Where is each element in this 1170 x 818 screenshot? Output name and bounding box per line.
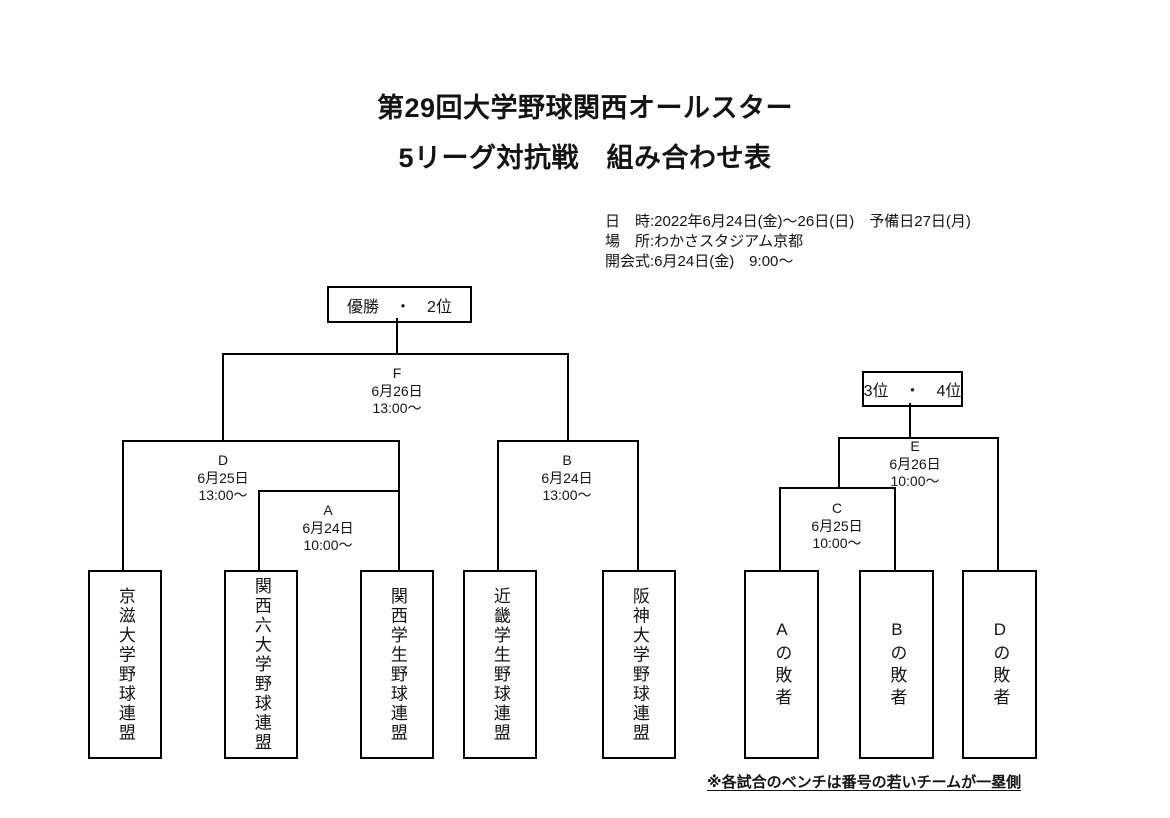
match-d-right-leg: [398, 440, 400, 490]
match-a-right-leg: [398, 490, 400, 571]
loser-label: Aの敗者: [772, 619, 792, 710]
match-e-crossbar: [838, 437, 999, 439]
event-datetime: 日 時:2022年6月24日(金)〜26日(日) 予備日27日(月): [605, 213, 971, 230]
match-e-right-leg: [997, 437, 999, 571]
team-box: 京滋大学野球連盟: [88, 570, 162, 759]
match-d-crossbar: [122, 440, 400, 442]
footnote-text: ※各試合のベンチは番号の若いチームが一塁側: [707, 774, 1022, 791]
match-e-label: E 6月26日 10:00〜: [867, 438, 963, 491]
match-a-left-leg: [258, 490, 260, 571]
match-b-code: B: [562, 452, 572, 468]
match-c-crossbar: [779, 487, 896, 489]
event-venue: 場 所:わかさスタジアム京都: [605, 233, 804, 250]
match-c-right-leg: [894, 487, 896, 571]
match-b-left-leg: [497, 440, 499, 571]
match-d-time: 13:00〜: [198, 487, 248, 503]
match-e-left-leg: [838, 437, 840, 487]
match-a-code: A: [323, 502, 333, 518]
match-f-crossbar: [222, 353, 568, 355]
third-place-stem: [909, 403, 911, 437]
champion-stem: [396, 318, 398, 354]
event-opening-ceremony: 開会式:6月24日(金) 9:00〜: [605, 253, 794, 270]
match-e-time: 10:00〜: [890, 473, 940, 489]
loser-box: Bの敗者: [859, 570, 934, 759]
team-box: 近畿学生野球連盟: [463, 570, 537, 759]
loser-box: Aの敗者: [744, 570, 819, 759]
match-c-label: C 6月25日 10:00〜: [789, 500, 885, 553]
match-a-time: 10:00〜: [303, 537, 353, 553]
event-info-block: 日 時:2022年6月24日(金)〜26日(日) 予備日27日(月) 場 所:わ…: [605, 212, 971, 272]
match-b-label: B 6月24日 13:00〜: [519, 452, 615, 505]
match-f-right-leg: [567, 353, 569, 441]
loser-box: Dの敗者: [962, 570, 1037, 759]
team-name: 阪神大学野球連盟: [629, 586, 649, 743]
match-d-code: D: [217, 452, 229, 468]
page-title-line-2: 5リーグ対抗戦 組み合わせ表: [398, 143, 772, 173]
match-c-time: 10:00〜: [812, 535, 862, 551]
match-f-left-leg: [222, 353, 224, 441]
match-a-date: 6月24日: [302, 519, 354, 536]
page-title-line-1: 第29回大学野球関西オールスター: [376, 93, 794, 123]
match-c-date: 6月25日: [811, 517, 863, 534]
team-box: 関西六大学野球連盟: [224, 570, 298, 759]
match-d-left-leg: [122, 440, 124, 571]
loser-label: Bの敗者: [887, 619, 907, 710]
match-b-time: 13:00〜: [542, 487, 592, 503]
match-f-label: F 6月26日 13:00〜: [347, 365, 447, 418]
loser-label: Dの敗者: [990, 619, 1010, 710]
champion-runnerup-box: 優勝 ・ 2位: [327, 286, 472, 323]
match-a-crossbar: [258, 490, 400, 492]
match-b-crossbar: [497, 440, 638, 442]
match-f-code: F: [392, 365, 402, 381]
match-b-date: 6月24日: [541, 469, 593, 486]
match-b-right-leg: [637, 440, 639, 571]
team-name: 関西六大学野球連盟: [251, 576, 271, 753]
match-e-code: E: [910, 438, 920, 454]
match-d-date: 6月25日: [197, 469, 249, 486]
match-e-date: 6月26日: [889, 455, 941, 472]
match-f-time: 13:00〜: [372, 400, 422, 416]
match-c-left-leg: [779, 487, 781, 571]
match-c-code: C: [831, 500, 843, 516]
team-name: 京滋大学野球連盟: [115, 586, 135, 743]
third-fourth-place-box: 3位 ・ 4位: [862, 371, 963, 407]
team-box: 関西学生野球連盟: [360, 570, 434, 759]
match-f-date: 6月26日: [371, 382, 423, 399]
match-d-label: D 6月25日 13:00〜: [175, 452, 271, 505]
team-name: 近畿学生野球連盟: [490, 586, 510, 743]
team-name: 関西学生野球連盟: [387, 586, 407, 743]
team-box: 阪神大学野球連盟: [602, 570, 676, 759]
match-a-label: A 6月24日 10:00〜: [280, 502, 376, 555]
